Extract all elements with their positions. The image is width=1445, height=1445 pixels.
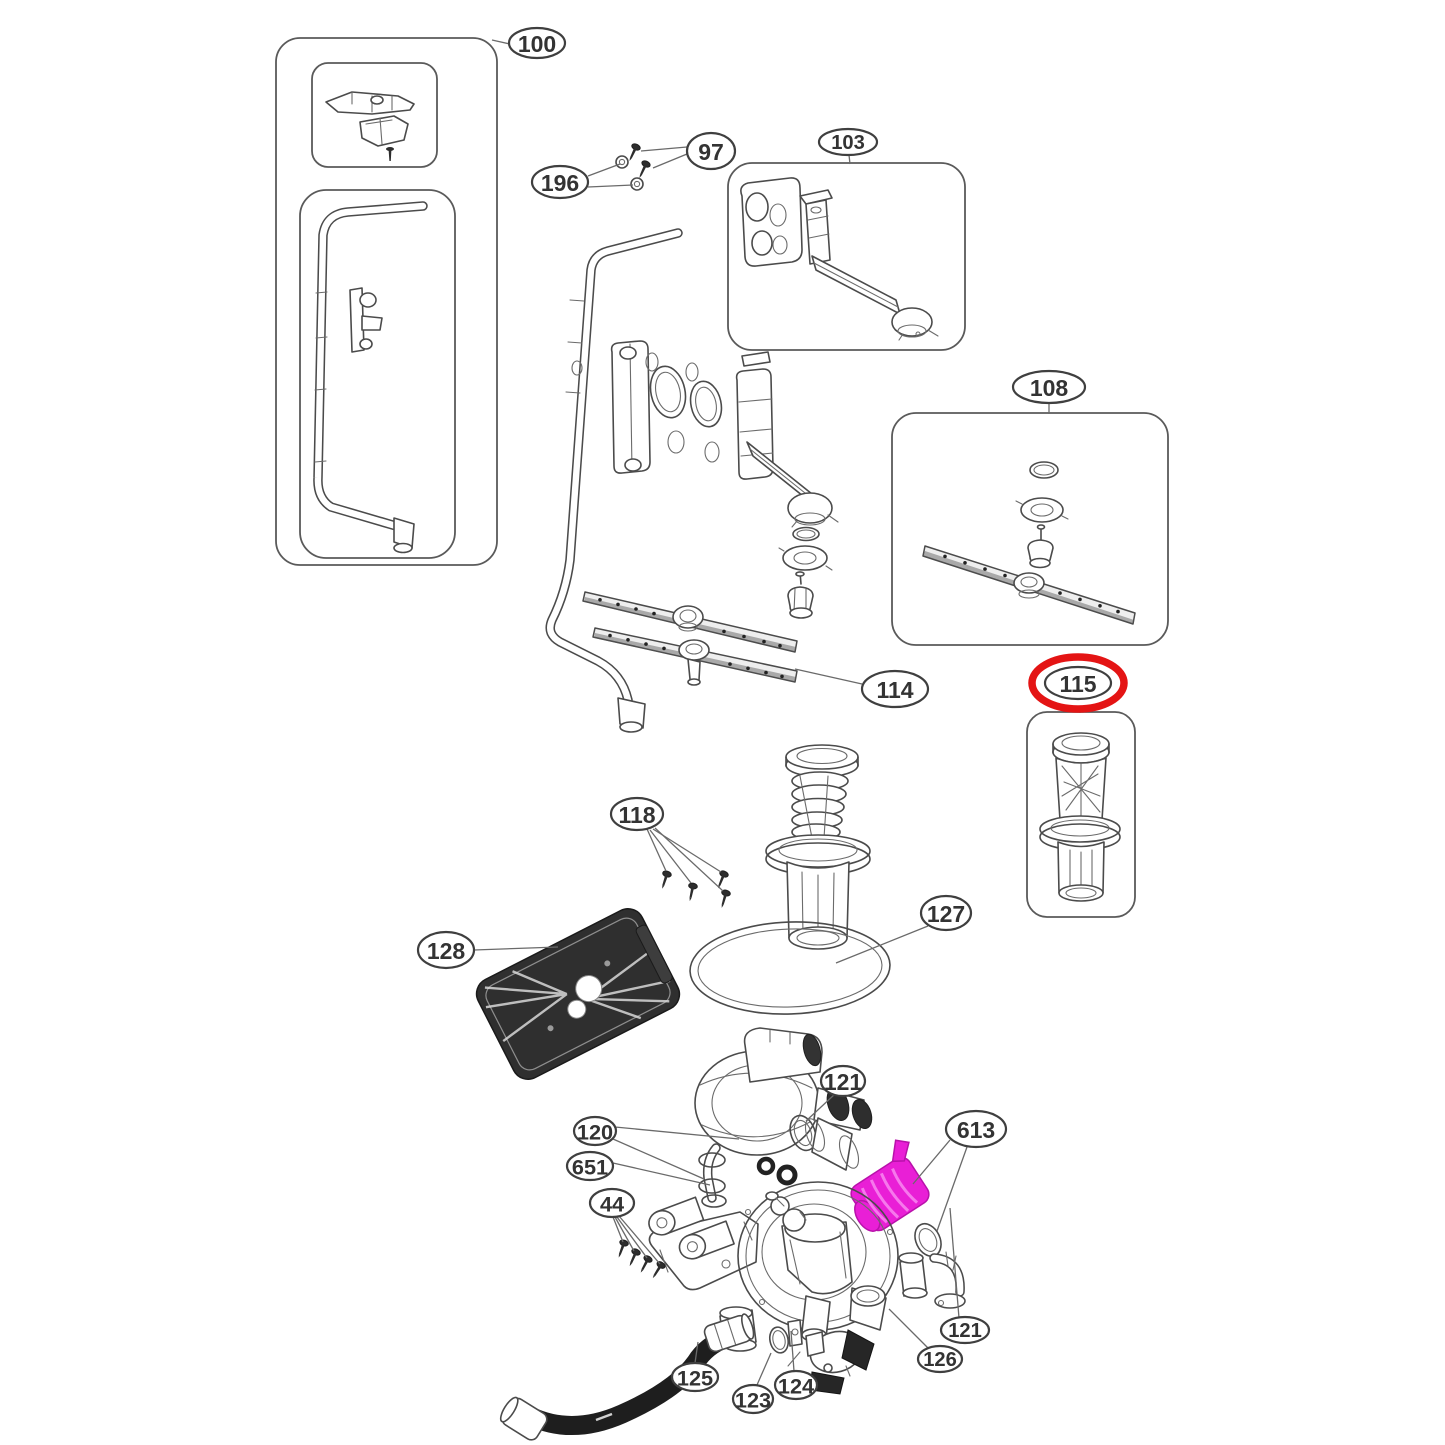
water-guide-tube: [545, 228, 683, 733]
svg-text:126: 126: [923, 1349, 957, 1371]
spray-arm-lower: [592, 627, 798, 686]
hose-coupling-613-highlighted: [850, 1139, 930, 1232]
part-label-120: 120: [572, 1115, 740, 1180]
hardware-97-196: [615, 142, 652, 191]
part-labels: 100 97 196 103 108 114 115 118 128 127 121 120 651 44…: [416, 26, 1128, 1415]
part-label-44: 44: [588, 1187, 661, 1265]
hose-coupling-chain: [789, 1114, 966, 1309]
svg-text:44: 44: [600, 1192, 624, 1217]
filter-assembly-center: [765, 744, 871, 950]
part-label-128: 128: [416, 930, 559, 970]
inlet-arm-illustration: [740, 177, 939, 341]
svg-text:125: 125: [677, 1366, 713, 1391]
svg-text:121: 121: [824, 1069, 863, 1095]
svg-text:196: 196: [541, 170, 579, 196]
part-label-121: 121: [805, 1064, 867, 1122]
part-label-103: 103: [817, 127, 879, 165]
part-label-651: 651: [565, 1150, 711, 1186]
part-label-124: 124: [773, 1330, 819, 1401]
svg-text:128: 128: [427, 938, 466, 964]
svg-text:100: 100: [518, 31, 556, 57]
wash-motor-assembly: [694, 1027, 873, 1208]
part-label-196: 196: [530, 163, 634, 200]
base-grate-128: [475, 907, 681, 1081]
outlet-elbow-126: [929, 1251, 966, 1309]
svg-text:124: 124: [778, 1374, 814, 1399]
part-label-123: 123: [731, 1352, 775, 1415]
water-inlet-manifold: [610, 340, 839, 619]
nozzle-kit-illustration: [325, 91, 415, 161]
svg-text:651: 651: [572, 1155, 608, 1180]
svg-text:108: 108: [1030, 375, 1069, 401]
svg-text:118: 118: [618, 802, 655, 828]
assembly-108-box: [891, 412, 1169, 646]
assembly-115-box: [1026, 711, 1136, 918]
part-label-127: 127: [835, 894, 973, 964]
svg-text:114: 114: [876, 677, 913, 703]
assembly-103-box: [727, 162, 966, 351]
part-label-97: 97: [640, 131, 737, 171]
supply-tube-illustration: [313, 201, 428, 554]
assembly-100-box: [275, 37, 498, 566]
part-label-108: 108: [1011, 369, 1087, 414]
spray-arm-kit-illustration: [922, 461, 1136, 625]
screws-118: [657, 869, 732, 910]
spray-arm-upper: [582, 591, 798, 653]
part-label-126: 126: [888, 1308, 964, 1374]
svg-text:123: 123: [735, 1388, 771, 1413]
drain-pump-124: [768, 1319, 875, 1395]
part-label-114: 114: [794, 668, 930, 709]
part-label-118: 118: [609, 796, 724, 892]
svg-text:115: 115: [1059, 671, 1096, 697]
svg-text:121: 121: [948, 1320, 982, 1342]
svg-text:103: 103: [831, 132, 865, 154]
part-label-121: 121: [939, 1207, 991, 1345]
svg-text:97: 97: [698, 139, 724, 165]
fine-filter-illustration: [1039, 732, 1121, 902]
part-label-115-highlighted: 115: [1028, 653, 1128, 714]
part-label-613: 613: [912, 1109, 1008, 1232]
part-label-125: 125: [670, 1341, 720, 1393]
sump-gasket-127: [689, 921, 891, 1015]
svg-text:120: 120: [577, 1120, 613, 1145]
part-label-100: 100: [491, 26, 567, 60]
svg-text:613: 613: [957, 1117, 995, 1143]
svg-text:127: 127: [927, 901, 965, 927]
drain-hose-125: [499, 1313, 755, 1441]
